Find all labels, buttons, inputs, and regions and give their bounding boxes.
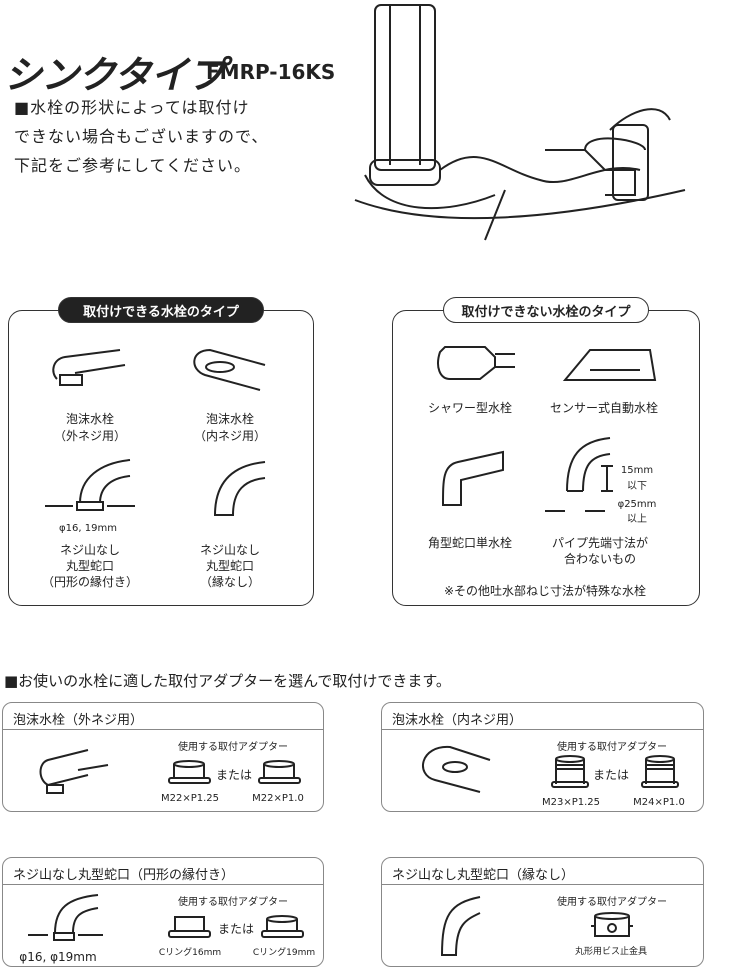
screw-clamp-icon	[591, 912, 633, 937]
adapters-heading: ■お使いの水栓に適した取付アダプターを選んで取付けできます。	[4, 672, 451, 690]
adapter-spec: M23×P1.25	[541, 797, 601, 808]
label: 合わないもの	[563, 552, 637, 566]
incompatible-types-title: 取付けできない水栓のタイプ	[443, 297, 649, 323]
adapter-card: 泡沫水栓（内ネジ用）	[381, 702, 704, 812]
used-adapter-label: 使用する取付アダプター	[557, 897, 667, 908]
adapter-card: ネジ山なし丸型蛇口（縁なし）	[381, 857, 704, 967]
pipe-faucet-icon	[545, 437, 613, 512]
label: （縁なし）	[199, 575, 261, 589]
adapter-card: 泡沫水栓（外ネジ用）	[2, 702, 324, 812]
compatible-types-title: 取付けできる水栓のタイプ	[58, 297, 264, 323]
round-faucet-rim-icon	[28, 894, 103, 941]
label: 丸型蛇口	[205, 559, 255, 573]
adapter-spec: Cリング19mm	[252, 948, 316, 958]
label: 泡沫水栓	[205, 412, 255, 426]
or-label: または	[215, 768, 253, 782]
faucet-external-thread-icon	[52, 349, 126, 386]
sensor-faucet-icon	[562, 349, 657, 381]
faucet-internal-thread-icon	[193, 348, 266, 391]
adapter-spec: M22×P1.25	[160, 793, 220, 804]
label: 角型蛇口単水栓	[427, 536, 513, 550]
card-title: 泡沫水栓（外ネジ用）	[3, 703, 323, 730]
adapter-icon	[168, 760, 211, 784]
dimension-label: 15mm	[620, 465, 654, 476]
card-title: 泡沫水栓（内ネジ用）	[382, 703, 703, 730]
dimension-label: φ16, 19mm	[59, 523, 117, 534]
card-title: ネジ山なし丸型蛇口（円形の縁付き）	[3, 858, 323, 885]
label: 泡沫水栓	[65, 412, 115, 426]
adapter-icon	[551, 755, 589, 788]
or-label: または	[217, 922, 255, 936]
c-ring-icon	[261, 915, 304, 938]
page-title: シンクタイプ	[4, 53, 225, 97]
intro-line: 下記をご参考にしてください。	[14, 156, 252, 175]
intro-line: できない場合もございますので、	[14, 127, 269, 146]
dimension-label: φ25mm	[617, 499, 657, 510]
adapter-card: ネジ山なし丸型蛇口（円形の縁付き）	[2, 857, 324, 967]
label: （内ネジ用）	[193, 429, 267, 443]
adapter-icon	[258, 760, 301, 784]
label: センサー式自動水栓	[549, 401, 659, 415]
label: 丸型蛇口	[65, 559, 115, 573]
label: ネジ山なし	[59, 543, 121, 557]
shower-faucet-icon	[437, 346, 515, 380]
label: （外ネジ用）	[53, 429, 127, 443]
adapter-icon	[641, 755, 679, 788]
used-adapter-label: 使用する取付アダプター	[178, 742, 288, 753]
label: ネジ山なし	[199, 543, 261, 557]
dimension-label: 以下	[627, 481, 647, 492]
card-title: ネジ山なし丸型蛇口（縁なし）	[382, 858, 703, 885]
adapter-spec: M24×P1.0	[633, 797, 685, 808]
adapter-spec: 丸形用ビス止金具	[574, 947, 648, 957]
water-filter-illustration	[354, 4, 686, 241]
faucet-external-thread-icon	[39, 749, 109, 794]
round-faucet-rim-icon	[45, 459, 135, 511]
dimension-label: φ16, φ19mm	[19, 950, 97, 964]
square-faucet-icon	[441, 450, 504, 506]
adapter-spec: Cリング16mm	[158, 948, 222, 958]
adapter-spec: M22×P1.0	[252, 793, 304, 804]
round-faucet-no-rim-icon	[213, 461, 266, 516]
dimension-label: 以上	[627, 514, 647, 525]
c-ring-icon	[168, 916, 211, 938]
note: ※その他吐水部ねじ寸法が特殊な水栓	[443, 584, 647, 598]
used-adapter-label: 使用する取付アダプター	[178, 897, 288, 908]
label: （円形の縁付き）	[41, 575, 139, 589]
label: パイプ先端寸法が	[551, 536, 649, 550]
faucet-internal-thread-icon	[422, 745, 491, 793]
label: シャワー型水栓	[427, 401, 513, 415]
used-adapter-label: 使用する取付アダプター	[557, 742, 667, 753]
intro-line: ■水栓の形状によっては取付け	[14, 98, 250, 117]
or-label: または	[592, 768, 630, 782]
round-faucet-no-rim-icon	[440, 896, 481, 956]
model-number: FMRP-16KS	[206, 60, 336, 84]
